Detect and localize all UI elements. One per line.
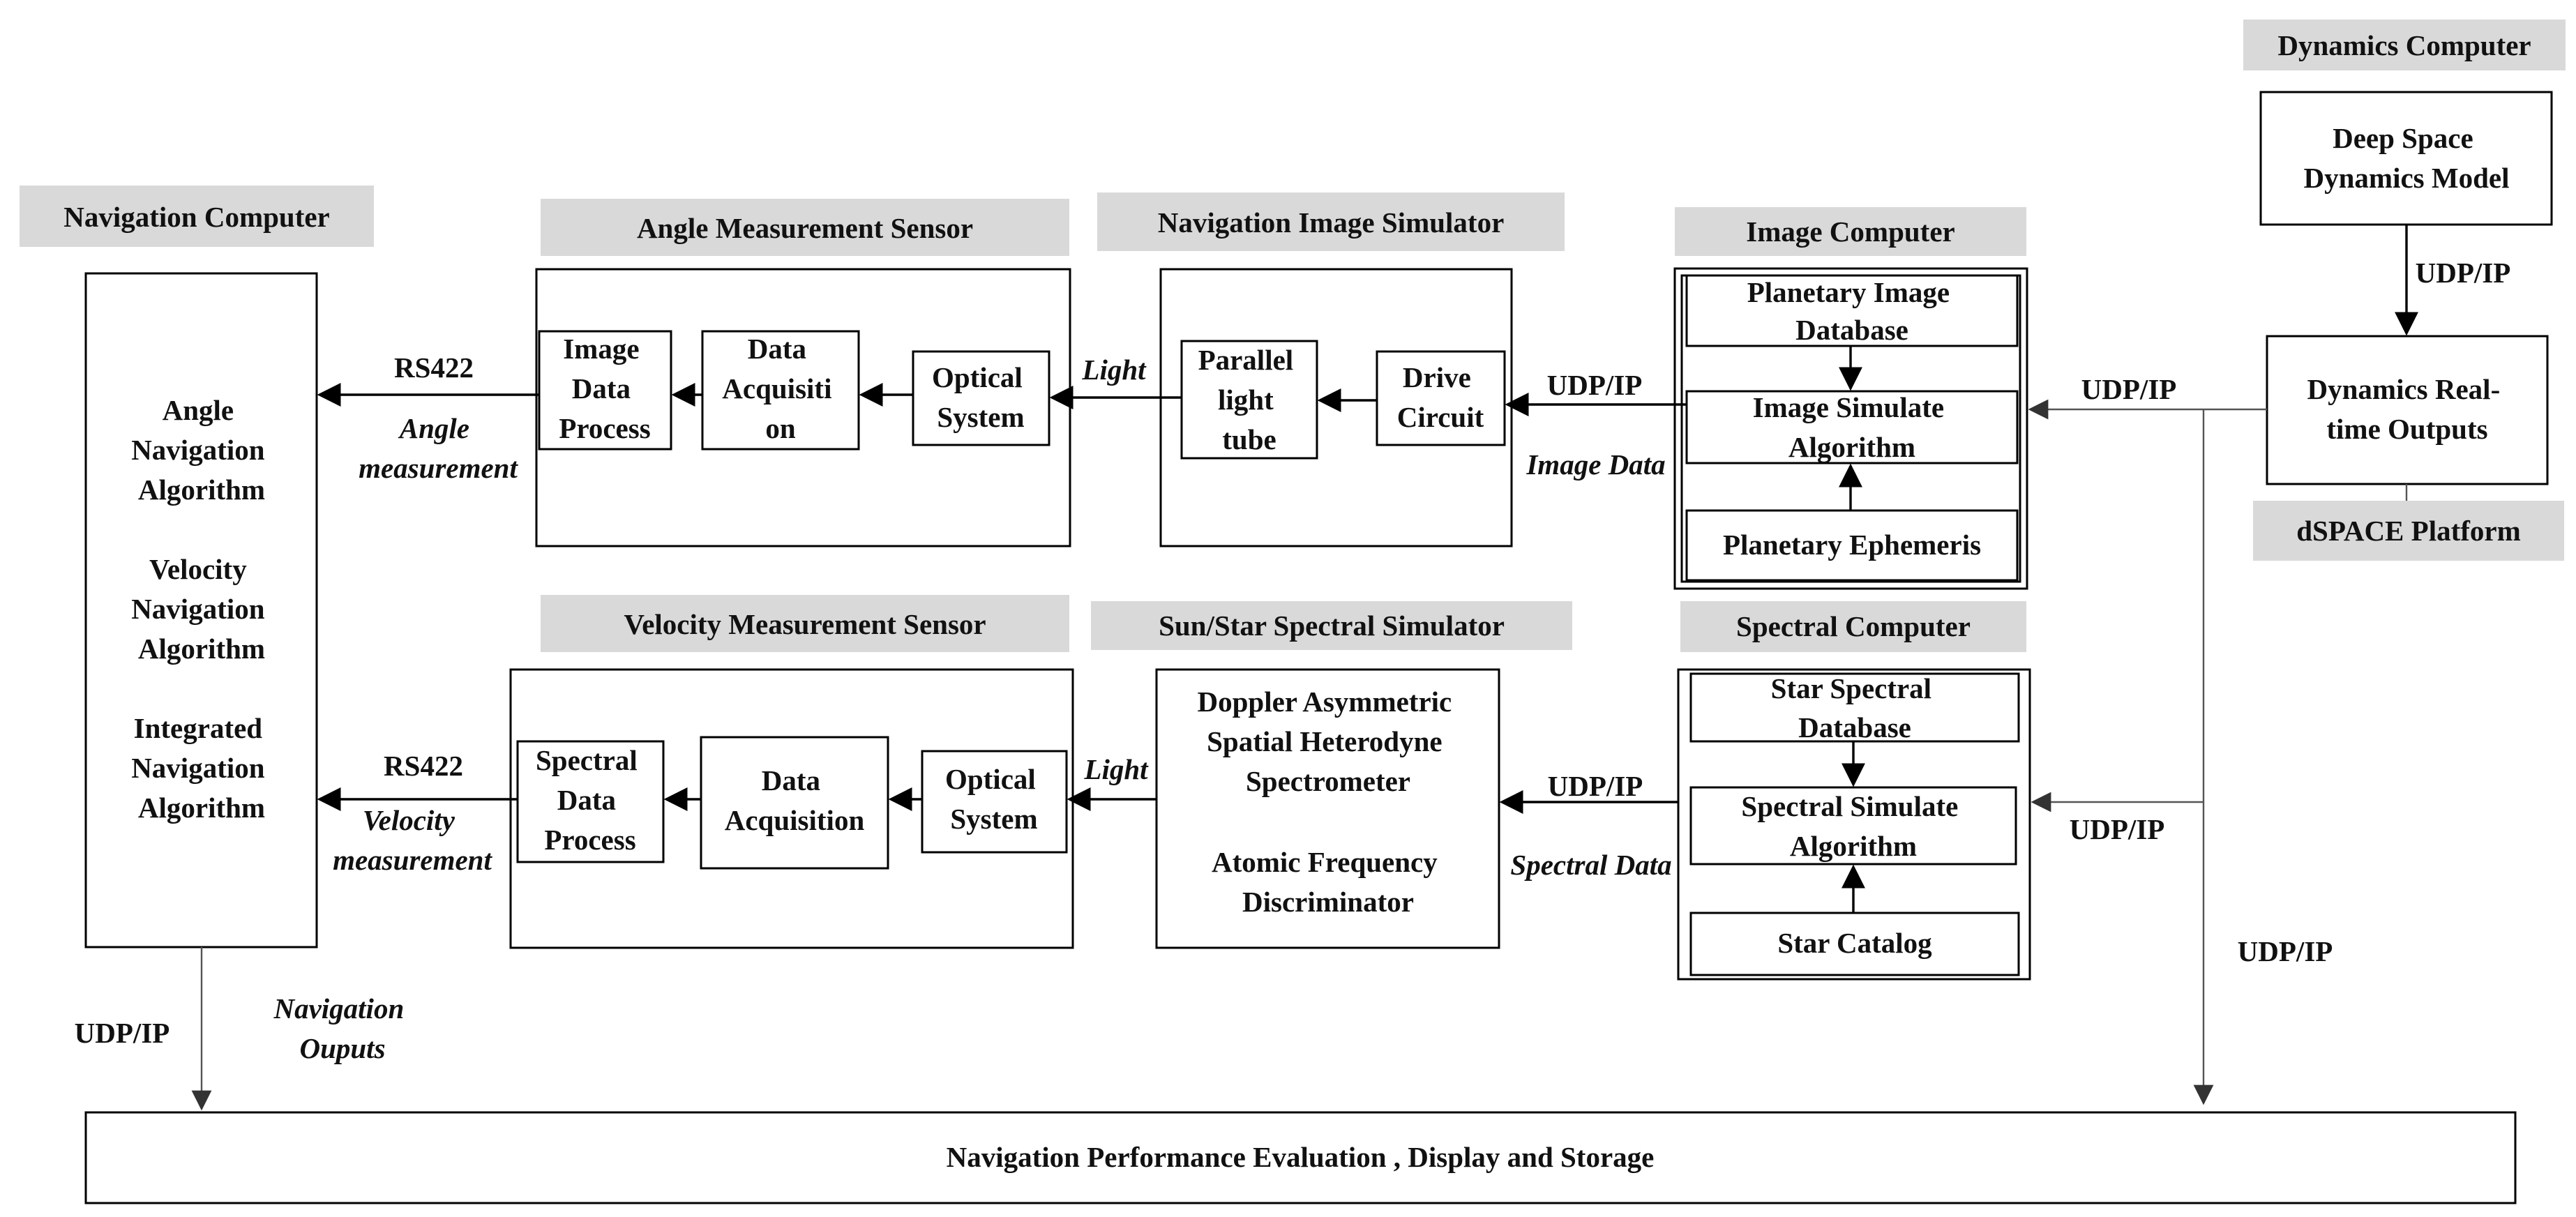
light-bottom-label: Light xyxy=(1083,753,1149,785)
svg-text:Data Acquisiti on: Data Acquisiti on xyxy=(722,333,838,444)
svg-text:Sun/Star Spectral Simulator: Sun/Star Spectral Simulator xyxy=(1159,610,1505,642)
svg-text:Spectral Data Proc: Spectral Data Process xyxy=(536,744,645,856)
udp-spectral-label: UDP/IP xyxy=(1548,770,1643,802)
velocity-navigation-algorithm: Velocity Navigation Algorithm xyxy=(131,553,272,665)
angle-measurement-label: Angle measurement xyxy=(359,412,518,484)
svg-text:Deep Space Dynamics Mode: Deep Space Dynamics Model xyxy=(2304,122,2510,194)
svg-text:Spectral Computer: Spectral Computer xyxy=(1736,610,1971,642)
header-dspace-platform: dSPACE Platform xyxy=(2253,501,2564,561)
rs422-top-label: RS422 xyxy=(394,352,474,384)
svg-text:Dynamics Real- time Outp: Dynamics Real- time Outputs xyxy=(2307,373,2508,445)
header-image-computer: Image Computer xyxy=(1675,207,2026,256)
rs422-bottom-label: RS422 xyxy=(384,750,463,782)
svg-text:Navigation Image Simulator: Navigation Image Simulator xyxy=(1158,206,1505,239)
svg-text:Velocity Measurement Sensor: Velocity Measurement Sensor xyxy=(624,608,986,640)
udp-dyn-to-eval-label: UDP/IP xyxy=(2238,935,2333,967)
svg-text:Spectral Simulate Algori: Spectral Simulate Algorithm xyxy=(1741,790,1965,862)
svg-text:Image Computer: Image Computer xyxy=(1746,216,1954,248)
angle-optical-system-block: Optical System xyxy=(912,350,1050,446)
star-catalog-block: Star Catalog xyxy=(1689,912,2020,976)
spectral-simulate-algorithm-block: Spectral Simulate Algorithm xyxy=(1689,786,2017,865)
svg-text:Parallel light tub: Parallel light tube xyxy=(1198,344,1301,455)
header-spectral-computer: Spectral Computer xyxy=(1680,601,2026,652)
spectral-data-process-block: Spectral Data Process xyxy=(516,740,665,863)
svg-text:Star Catalog: Star Catalog xyxy=(1777,927,1932,959)
velocity-optical-system-block: Optical System xyxy=(921,750,1068,854)
spectral-simulator-box: Doppler Asymmetric Spatial Heterodyne Sp… xyxy=(1155,668,1500,949)
image-data-label: Image Data xyxy=(1526,448,1665,481)
udp-dyn-to-image-label: UDP/IP xyxy=(2081,373,2177,405)
svg-text:Optical System: Optical System xyxy=(932,361,1030,433)
navigation-outputs-label: Navigation Ouputs xyxy=(273,992,411,1064)
header-navigation-computer: Navigation Computer xyxy=(20,186,374,247)
angle-data-acquisition-block: Data Acquisiti on xyxy=(701,330,860,451)
integrated-navigation-algorithm: Integrated Navigation Algorithm xyxy=(131,712,272,824)
svg-text:Drive Circuit: Drive Circuit xyxy=(1397,361,1484,433)
navigation-evaluation-box: Navigation Performance Evaluation , Disp… xyxy=(84,1111,2517,1204)
image-simulate-algorithm-block: Image Simulate Algorithm xyxy=(1685,390,2019,464)
udp-nav-out-label: UDP/IP xyxy=(75,1017,170,1049)
svg-text:Planetary Ephemeris: Planetary Ephemeris xyxy=(1723,529,1981,561)
svg-text:Image Simulate Algorithm: Image Simulate Algorithm xyxy=(1753,391,1952,463)
dynamics-realtime-outputs-block: Dynamics Real- time Outputs xyxy=(2266,335,2549,485)
star-spectral-database-block: Star Spectral Database xyxy=(1689,672,2020,743)
udp-image-label: UDP/IP xyxy=(1547,369,1643,401)
header-velocity-measurement-sensor: Velocity Measurement Sensor xyxy=(541,595,1069,652)
atomic-frequency-discriminator-label: Atomic Frequency Discriminator xyxy=(1212,846,1445,918)
deep-space-dynamics-model-block: Deep Space Dynamics Model xyxy=(2259,91,2553,226)
udp-dyn-model-label: UDP/IP xyxy=(2416,257,2511,289)
velocity-measurement-label: Velocity measurement xyxy=(333,804,492,876)
svg-text:Navigation Performance Evaluat: Navigation Performance Evaluation , Disp… xyxy=(947,1141,1655,1173)
svg-text:Angle Measurement Sensor: Angle Measurement Sensor xyxy=(637,212,973,244)
svg-text:Planetary Image Database: Planetary Image Database xyxy=(1747,276,1957,346)
light-top-label: Light xyxy=(1081,354,1147,386)
udp-dyn-to-spectral-label: UDP/IP xyxy=(2070,813,2165,845)
svg-text:dSPACE Platform: dSPACE Platform xyxy=(2296,515,2521,547)
svg-text:Data Acquisition: Data Acquisition xyxy=(725,764,865,836)
navigation-computer-box: Angle Navigation Algorithm Velocity Navi… xyxy=(84,272,318,948)
header-angle-measurement-sensor: Angle Measurement Sensor xyxy=(541,199,1069,256)
svg-text:Star Spectral Database: Star Spectral Database xyxy=(1771,672,1939,743)
svg-text:Optical System: Optical System xyxy=(945,763,1043,835)
velocity-data-acquisition-block: Data Acquisition xyxy=(700,736,889,870)
svg-text:Dynamics Computer: Dynamics Computer xyxy=(2277,29,2531,61)
doppler-spectrometer-label: Doppler Asymmetric Spatial Heterodyne Sp… xyxy=(1197,686,1459,797)
parallel-light-tube-block: Parallel light tube xyxy=(1180,340,1318,460)
image-data-process-block: Image Data Process xyxy=(538,330,672,451)
header-navigation-image-simulator: Navigation Image Simulator xyxy=(1097,192,1565,251)
spectral-data-label: Spectral Data xyxy=(1510,849,1671,881)
drive-circuit-block: Drive Circuit xyxy=(1376,350,1506,446)
svg-text:Image Data Process: Image Data Process xyxy=(559,333,650,444)
angle-navigation-algorithm: Angle Navigation Algorithm xyxy=(131,394,272,506)
planetary-ephemeris-block: Planetary Ephemeris xyxy=(1685,509,2019,582)
header-dynamics-computer: Dynamics Computer xyxy=(2243,20,2566,70)
header-sun-star-spectral-simulator: Sun/Star Spectral Simulator xyxy=(1091,601,1572,650)
svg-text:Navigation Computer: Navigation Computer xyxy=(63,201,330,233)
planetary-image-database-block: Planetary Image Database xyxy=(1685,274,2019,347)
